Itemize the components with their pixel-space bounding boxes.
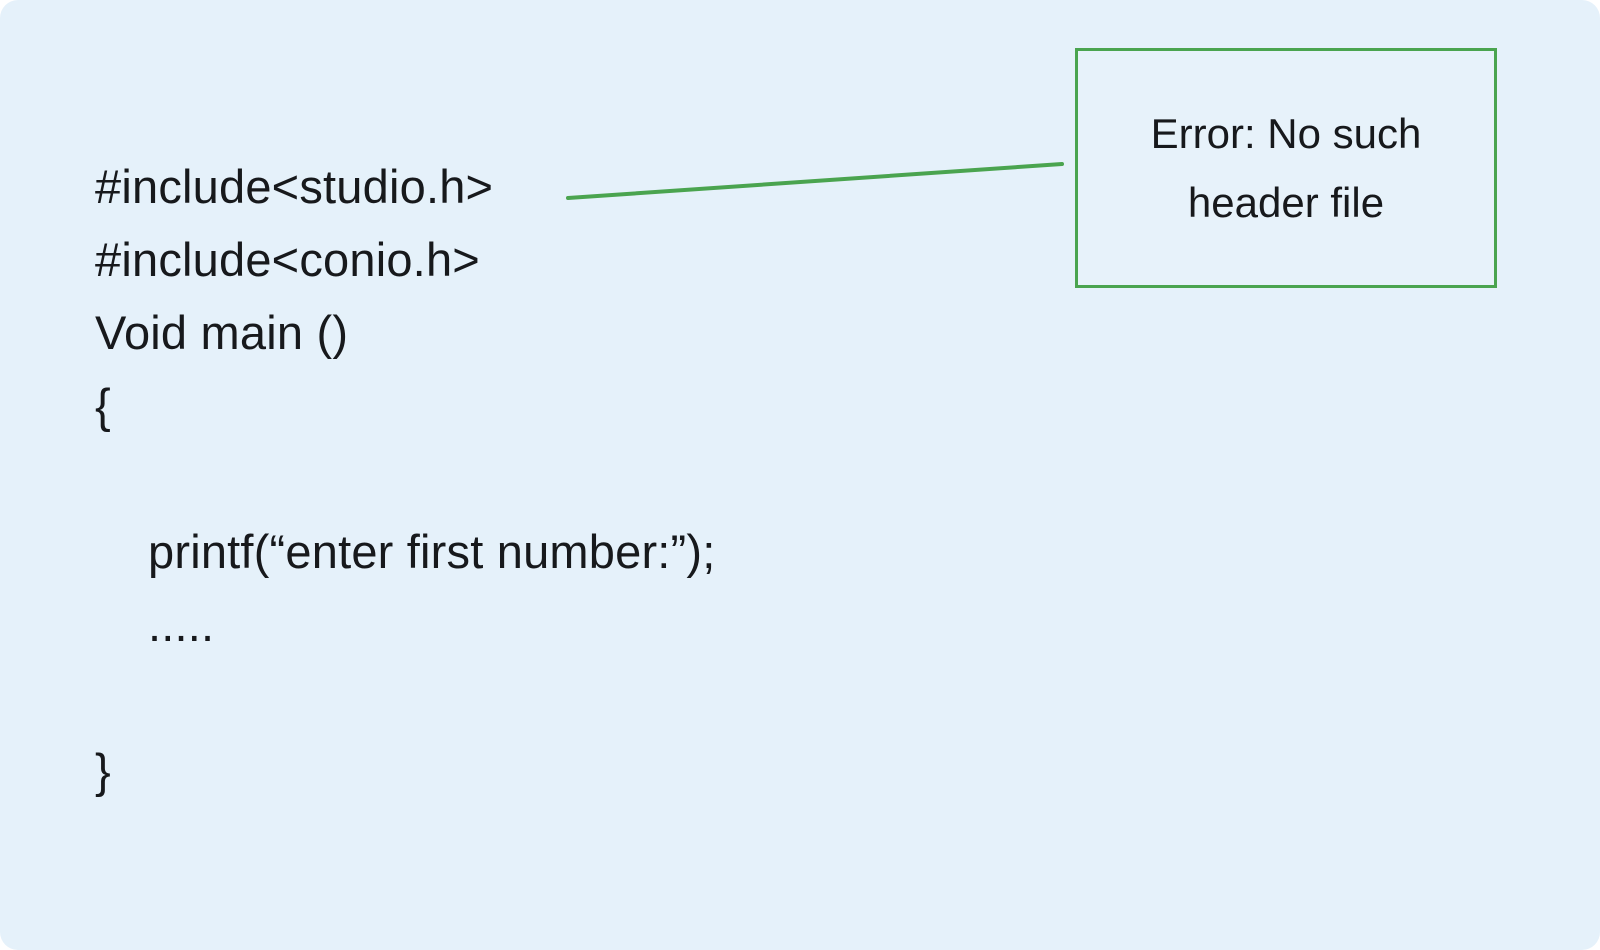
error-callout-line1: Error: No such bbox=[1150, 110, 1422, 157]
code-line-include-studio: #include<studio.h> bbox=[95, 160, 494, 213]
code-line-open-brace: { bbox=[95, 379, 111, 432]
code-line-blank bbox=[95, 442, 716, 515]
code-line-blank bbox=[95, 661, 716, 734]
code-line-include-conio: #include<conio.h> bbox=[95, 233, 480, 286]
error-callout-line2: header file bbox=[1187, 179, 1385, 226]
code-line-void-main: Void main () bbox=[95, 306, 349, 359]
code-line-close-brace: } bbox=[95, 744, 111, 797]
error-callout: Error: No such header file bbox=[1075, 48, 1497, 288]
code-line-ellipsis: ..... bbox=[148, 598, 215, 651]
code-line-printf: printf(“enter first number:”); bbox=[148, 525, 716, 578]
code-block: #include<studio.h> #include<conio.h> Voi… bbox=[95, 150, 716, 807]
